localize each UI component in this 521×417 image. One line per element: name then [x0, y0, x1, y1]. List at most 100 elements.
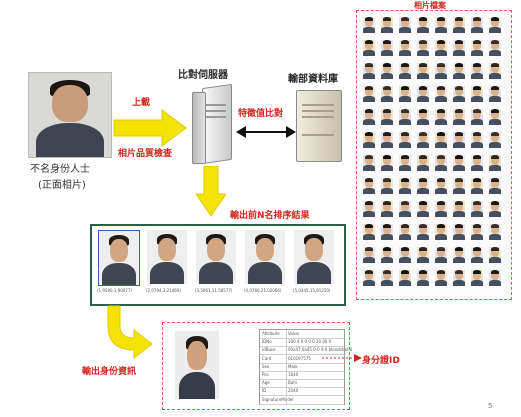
- info-table-key: ID: [262, 388, 267, 394]
- result-face-photo: [196, 230, 236, 284]
- archive-face-thumbnail: [435, 178, 447, 194]
- archive-face-thumbnail: [489, 63, 501, 79]
- archive-face-thumbnail: [435, 247, 447, 263]
- archive-face-thumbnail: [471, 270, 483, 286]
- archive-face-thumbnail: [381, 17, 393, 33]
- archive-face-thumbnail: [453, 109, 465, 125]
- result-caption: (1,9590,1,90077): [97, 288, 132, 293]
- archive-face-thumbnail: [417, 63, 429, 79]
- server-label: 比對伺服器: [178, 70, 228, 81]
- info-table-divider: [286, 330, 287, 404]
- info-table-value: Male: [288, 363, 298, 369]
- archive-face-thumbnail: [399, 155, 411, 171]
- info-table-value: 1640: [288, 372, 299, 377]
- input-label-line2: (正面相片): [38, 180, 86, 191]
- page-number: 5: [488, 402, 493, 410]
- archive-face-thumbnail: [399, 132, 411, 148]
- archive-face-thumbnail: [363, 224, 375, 240]
- info-table-rule: [260, 379, 344, 380]
- info-table-key: IdBase: [262, 347, 276, 353]
- archive-face-thumbnail: [363, 40, 375, 56]
- archive-face-thumbnail: [453, 178, 465, 194]
- archive-face-thumbnail: [471, 109, 483, 125]
- archive-face-thumbnail: [417, 224, 429, 240]
- id-pointer-arrow: [322, 354, 362, 362]
- archive-face-thumbnail: [489, 247, 501, 263]
- result-face-photo: [98, 230, 140, 286]
- result-caption: (5,0445,15,91250): [293, 288, 331, 293]
- archive-face-thumbnail: [381, 40, 393, 56]
- archive-face-thumbnail: [435, 155, 447, 171]
- archive-face-thumbnail: [489, 224, 501, 240]
- results-label: 輸出前N名排序結果: [230, 211, 310, 221]
- server-icon: [192, 83, 236, 165]
- info-table-rule: [260, 370, 344, 372]
- archive-face-thumbnail: [453, 247, 465, 263]
- output-label: 輸出身份資訊: [82, 367, 137, 377]
- info-table-key: Sex: [262, 363, 270, 369]
- archive-face-thumbnail: [363, 155, 375, 171]
- input-face-photo: [28, 72, 112, 158]
- upload-arrow: [113, 109, 187, 147]
- result-face-photo: [294, 230, 334, 284]
- archive-face-thumbnail: [435, 224, 447, 240]
- archive-face-thumbnail: [399, 270, 411, 286]
- archive-face-thumbnail: [381, 247, 393, 263]
- info-table-rule: [260, 362, 344, 364]
- archive-face-thumbnail: [435, 201, 447, 217]
- info-table-key: Age: [262, 380, 270, 386]
- archive-face-thumbnail: [381, 132, 393, 148]
- archive-face-thumbnail: [363, 17, 375, 33]
- compare-label: 特徵值比對: [238, 109, 284, 119]
- result-caption: (2,0794,3,21469): [146, 288, 181, 293]
- archive-face-thumbnail: [399, 224, 411, 240]
- archive-face-thumbnail: [381, 201, 393, 217]
- archive-face-thumbnail: [363, 270, 375, 286]
- archive-face-thumbnail: [417, 247, 429, 263]
- archive-face-thumbnail: [399, 63, 411, 79]
- archive-face-thumbnail: [399, 40, 411, 56]
- archive-face-thumbnail: [489, 270, 501, 286]
- archive-face-thumbnail: [453, 224, 465, 240]
- archive-face-thumbnail: [471, 201, 483, 217]
- archive-face-thumbnail: [489, 40, 501, 56]
- archive-face-thumbnail: [471, 63, 483, 79]
- result-caption: (3,5961,11,58577): [195, 288, 233, 293]
- archive-face-thumbnail: [381, 86, 393, 102]
- info-table-value: 010197575: [288, 355, 311, 361]
- archive-face-thumbnail: [489, 17, 501, 33]
- compare-double-arrow: [236, 126, 296, 138]
- archive-label: 相片檔案: [414, 1, 446, 10]
- archive-face-thumbnail: [453, 270, 465, 286]
- info-table-value: 100 4 0 0 0 0 20 00 0: [288, 339, 332, 345]
- archive-face-thumbnail: [471, 224, 483, 240]
- archive-face-thumbnail: [399, 178, 411, 194]
- info-table-rule: [260, 403, 344, 405]
- archive-face-thumbnail: [453, 40, 465, 56]
- archive-face-thumbnail: [417, 86, 429, 102]
- archive-face-thumbnail: [399, 109, 411, 125]
- archive-face-thumbnail: [471, 155, 483, 171]
- archive-face-thumbnail: [435, 132, 447, 148]
- archive-face-thumbnail: [435, 109, 447, 125]
- info-table-rule: [260, 395, 344, 397]
- database-label: 輸部資料庫: [288, 74, 338, 85]
- archive-face-thumbnail: [489, 178, 501, 194]
- archive-face-thumbnail: [489, 201, 501, 217]
- info-table-key: SignatureModel: [262, 396, 294, 402]
- archive-face-thumbnail: [381, 224, 393, 240]
- archive-face-thumbnail: [471, 247, 483, 263]
- output-face-photo: [175, 331, 219, 399]
- archive-face-thumbnail: [435, 40, 447, 56]
- archive-face-thumbnail: [435, 270, 447, 286]
- archive-face-thumbnail: [417, 17, 429, 33]
- archive-face-thumbnail: [435, 17, 447, 33]
- archive-face-thumbnail: [399, 17, 411, 33]
- archive-face-thumbnail: [489, 86, 501, 102]
- archive-face-thumbnail: [381, 109, 393, 125]
- archive-face-thumbnail: [381, 270, 393, 286]
- input-label-line1: 不名身份人士: [30, 164, 90, 175]
- results-down-arrow: [196, 166, 226, 217]
- archive-face-thumbnail: [363, 178, 375, 194]
- info-table-value: Value: [288, 331, 299, 336]
